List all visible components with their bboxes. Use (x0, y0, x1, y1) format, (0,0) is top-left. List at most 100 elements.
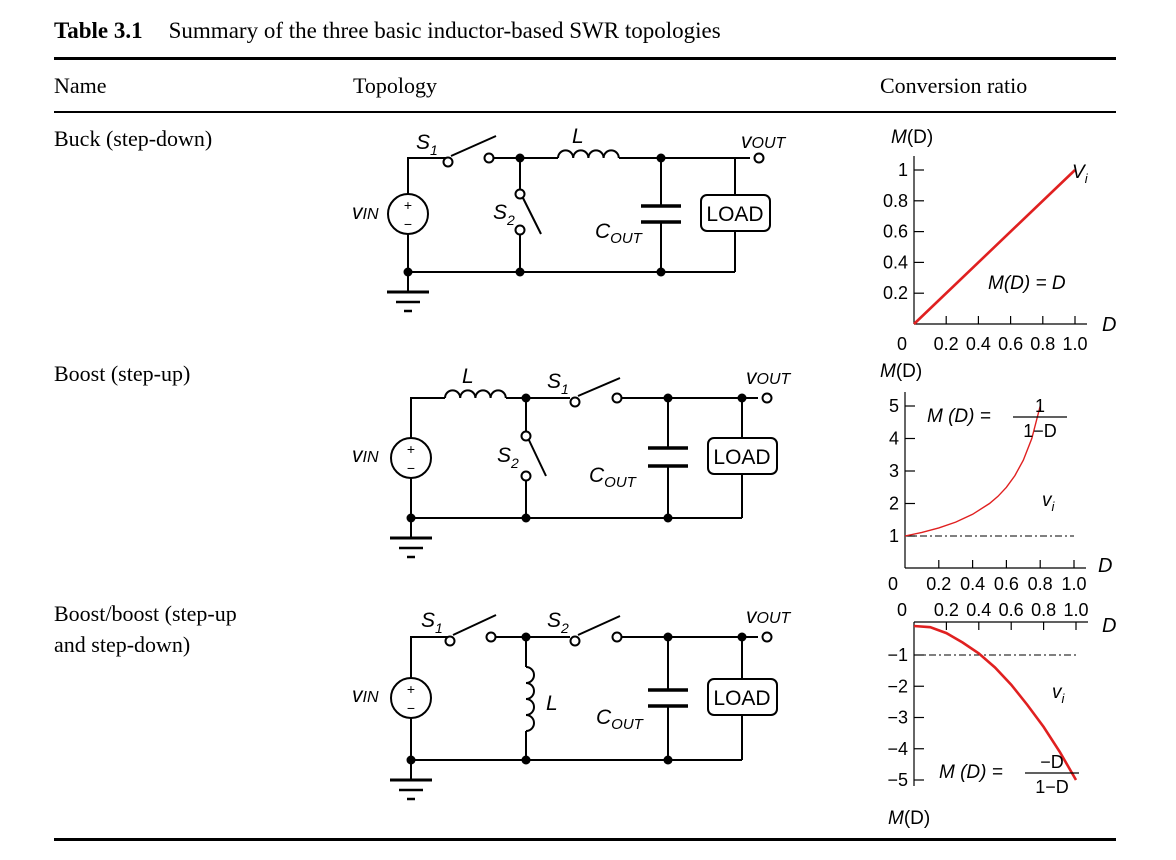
chart-x-tick-label: 0.2 (934, 600, 959, 620)
chart-x-tick-label: 0 (897, 600, 907, 620)
buck-boost-source-minus: − (407, 700, 415, 716)
circuit-labels: S1 L vOUT S2 COUT vIN LOAD + − L S1 vOUT… (352, 125, 792, 733)
chart-y-tick-label: 0.4 (883, 252, 908, 272)
boost-capacitor (648, 446, 688, 468)
chart-formula-numerator: −D (1040, 752, 1064, 772)
chart-x-axis-label: D (1102, 615, 1116, 637)
boost-s1-label: S1 (547, 370, 569, 397)
chart-x-tick-label: 0 (897, 334, 907, 354)
buck-boost-source-plus: + (407, 681, 415, 697)
chart-y-tick-label: −1 (887, 645, 908, 665)
buck-switch-s2-contact (514, 224, 526, 236)
chart-x-tick-label: 0.6 (999, 600, 1024, 620)
junction-dot (515, 153, 525, 163)
buck-boost-source (390, 677, 432, 719)
buck-boost-vin-label: vIN (352, 684, 379, 707)
boost-inductor (444, 389, 507, 399)
boost-s2-label: S2 (497, 444, 519, 471)
boost-switch-s1 (577, 377, 621, 397)
chart-x-tick-label: 0 (888, 574, 898, 594)
buck-load-label: LOAD (706, 203, 763, 226)
buck-inductor (557, 149, 620, 159)
chart-y-tick-label: 1 (889, 526, 899, 546)
table-title: Summary of the three basic inductor-base… (168, 18, 721, 43)
junction-dot (521, 513, 531, 523)
chart-y-tick-label: −3 (887, 708, 908, 728)
buck-boost-switch-s1-contact (485, 631, 497, 643)
boost-vout-terminal (761, 392, 773, 404)
chart-x-tick-label: 1.0 (1062, 334, 1087, 354)
chart-formula: M(D) = D (988, 273, 1066, 294)
chart-y-tick-label: 5 (889, 396, 899, 416)
chart-y-tick-label: 0.2 (883, 283, 908, 303)
chart-formula-denominator: 1−D (1035, 777, 1069, 797)
table-caption: Table 3.1 Summary of the three basic indu… (54, 18, 721, 44)
row-name-buck-boost-line2: and step-down) (54, 632, 191, 657)
boost-load (707, 437, 778, 475)
buck-vout-label: vOUT (741, 130, 787, 153)
boost-switch-s2-contact (520, 430, 532, 442)
junction-dot (663, 755, 673, 765)
chart-formula-denominator: 1−D (1023, 421, 1057, 441)
chart-x-tick-label: 0.2 (934, 334, 959, 354)
buck-source-minus: − (404, 216, 412, 232)
boost-switch-s2-contact (520, 470, 532, 482)
junction-dot (663, 513, 673, 523)
chart-y-tick-label: 3 (889, 461, 899, 481)
row-name-boost: Boost (step-up) (54, 361, 191, 386)
chart-x-tick-label: 1.0 (1061, 574, 1086, 594)
chart-y-axis-label: M(D) (888, 808, 930, 829)
junction-dot (521, 755, 531, 765)
chart-x-tick-label: 0.2 (926, 574, 951, 594)
boost-source (390, 437, 432, 479)
buck-boost-inductor (525, 666, 535, 732)
boost-inductor-label: L (462, 365, 474, 388)
buck-source-plus: + (404, 197, 412, 213)
table-number: Table 3.1 (54, 18, 143, 43)
boost-source-minus: − (407, 460, 415, 476)
buck-boost-switch-s1-contact (444, 635, 456, 647)
chart-x-tick-label: 0.6 (998, 334, 1023, 354)
chart-y-tick-label: 2 (889, 494, 899, 514)
chart-y-axis-label: M(D) (880, 361, 922, 382)
junction-dot (737, 393, 747, 403)
buck-switch-s1-contact (442, 156, 454, 168)
buck-boost-load-label: LOAD (713, 687, 770, 710)
boost-vout-label: vOUT (746, 366, 792, 389)
buck-boost-s1-label: S1 (421, 609, 443, 636)
buck-cout-label: COUT (595, 220, 644, 247)
chart-x-axis-label: D (1098, 555, 1112, 577)
buck-capacitor (641, 204, 681, 224)
chart-formula-lhs: M (D) = (939, 762, 1003, 783)
chart-series-label: vi (1052, 682, 1066, 706)
row-name-buck-boost-line1: Boost/boost (step-up (54, 601, 237, 626)
boost-cout-label: COUT (589, 464, 638, 491)
column-header-conversion-ratio: Conversion ratio (880, 73, 1028, 98)
chart-series-line (904, 405, 1041, 537)
junction-dot (406, 755, 416, 765)
junction-dot (663, 393, 673, 403)
column-header-topology: Topology (353, 73, 438, 98)
chart-y-tick-label: 0.8 (883, 191, 908, 211)
chart-series-label: Vi (1072, 162, 1089, 186)
boost-switch-s1-contact (611, 392, 623, 404)
buck-boost-vout-terminal (761, 631, 773, 643)
buck-s1-label: S1 (416, 131, 438, 158)
bottom-rule (54, 838, 1116, 841)
buck-boost-s2-label: S2 (547, 609, 569, 636)
junction-dot (406, 513, 416, 523)
chart-x-tick-label: 1.0 (1063, 600, 1088, 620)
buck-boost-capacitor (648, 688, 688, 708)
chart-x-tick-label: 0.4 (966, 600, 991, 620)
junction-dot (663, 632, 673, 642)
chart-y-tick-label: 4 (889, 429, 899, 449)
buck-boost-switch-s1 (452, 614, 497, 636)
chart-y-tick-label: −2 (887, 676, 908, 696)
buck-boost-vout-label: vOUT (746, 605, 792, 628)
buck-boost-cout-label: COUT (596, 706, 645, 733)
buck-boost-switch-s2-contact (569, 635, 581, 647)
boost-switch-s2 (526, 435, 547, 477)
junction-dot (515, 267, 525, 277)
